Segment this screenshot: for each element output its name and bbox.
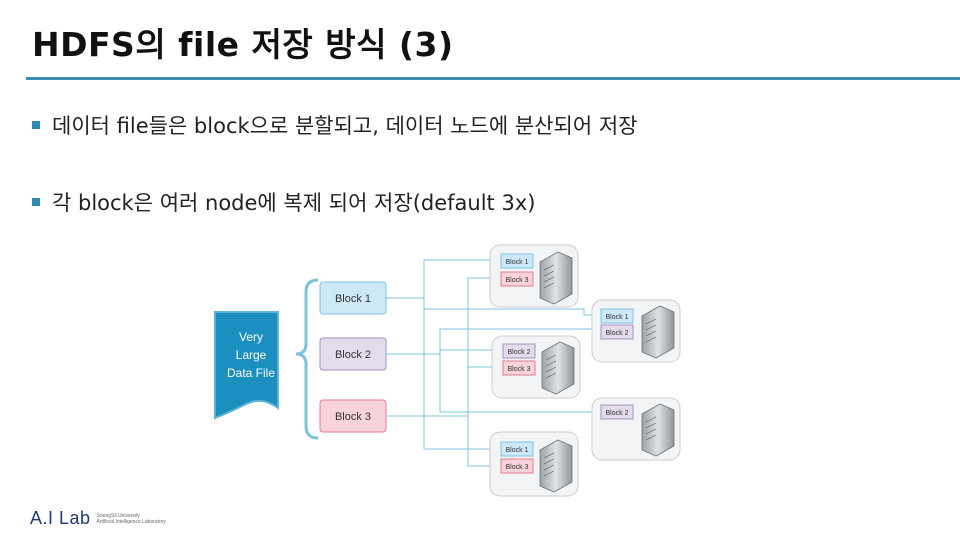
server-icon	[539, 439, 573, 493]
bullet-1: 데이터 file들은 block으로 분할되고, 데이터 노드에 분산되어 저장	[32, 110, 637, 140]
file-label-line-2: Large	[236, 348, 267, 362]
square-bullet-icon	[32, 198, 40, 206]
block-2-box: Block 2	[319, 337, 387, 371]
data-node-4: Block 2	[591, 397, 681, 461]
server-icon	[641, 305, 675, 359]
block-3-box: Block 3	[319, 399, 387, 433]
node-2-block-b: Block 2	[606, 330, 629, 337]
file-split-bracket	[295, 278, 319, 440]
file-label-line-3: Data File	[227, 366, 275, 380]
data-node-3: Block 2 Block 3	[491, 335, 581, 399]
lab-name: Artificial Intelligence Laboratory	[96, 518, 167, 525]
bullet-1-text: 데이터 file들은 block으로 분할되고, 데이터 노드에 분산되어 저장	[52, 114, 638, 138]
block-1-box: Block 1	[319, 281, 387, 315]
data-node-1: Block 1 Block 3	[489, 244, 579, 308]
node-5-block-b: Block 3	[506, 464, 529, 471]
server-icon	[541, 341, 575, 395]
replication-connectors	[386, 259, 598, 467]
title-divider	[26, 77, 960, 80]
data-file-shape	[214, 311, 279, 420]
block-3-label: Block 3	[335, 411, 371, 423]
server-icon	[539, 251, 573, 305]
data-node-5: Block 1 Block 3	[489, 431, 579, 497]
node-5-block-a: Block 1	[506, 447, 529, 454]
lab-logo: A.I Lab SoongSil University Artificial I…	[30, 508, 166, 529]
data-node-2: Block 1 Block 2	[591, 299, 681, 363]
bullet-2: 각 block은 여러 node에 복제 되어 저장(default 3x)	[32, 187, 535, 217]
square-bullet-icon	[32, 121, 40, 129]
node-3-block-b: Block 3	[508, 366, 531, 373]
node-1-block-a: Block 1	[506, 259, 529, 266]
file-label-line-1: Very	[239, 330, 263, 344]
slide-title: HDFS의 file 저장 방식 (3)	[32, 25, 454, 64]
block-2-label: Block 2	[335, 349, 371, 361]
server-icon	[641, 403, 675, 457]
node-2-block-a: Block 1	[606, 314, 629, 321]
logo-text: A.I Lab	[30, 508, 91, 528]
university-name: SoongSil University	[96, 512, 140, 519]
bullet-2-text: 각 block은 여러 node에 복제 되어 저장(default 3x)	[52, 191, 536, 215]
node-3-block-a: Block 2	[508, 349, 531, 356]
node-4-block-a: Block 2	[606, 410, 629, 417]
block-1-label: Block 1	[335, 293, 371, 305]
node-1-block-b: Block 3	[506, 277, 529, 284]
